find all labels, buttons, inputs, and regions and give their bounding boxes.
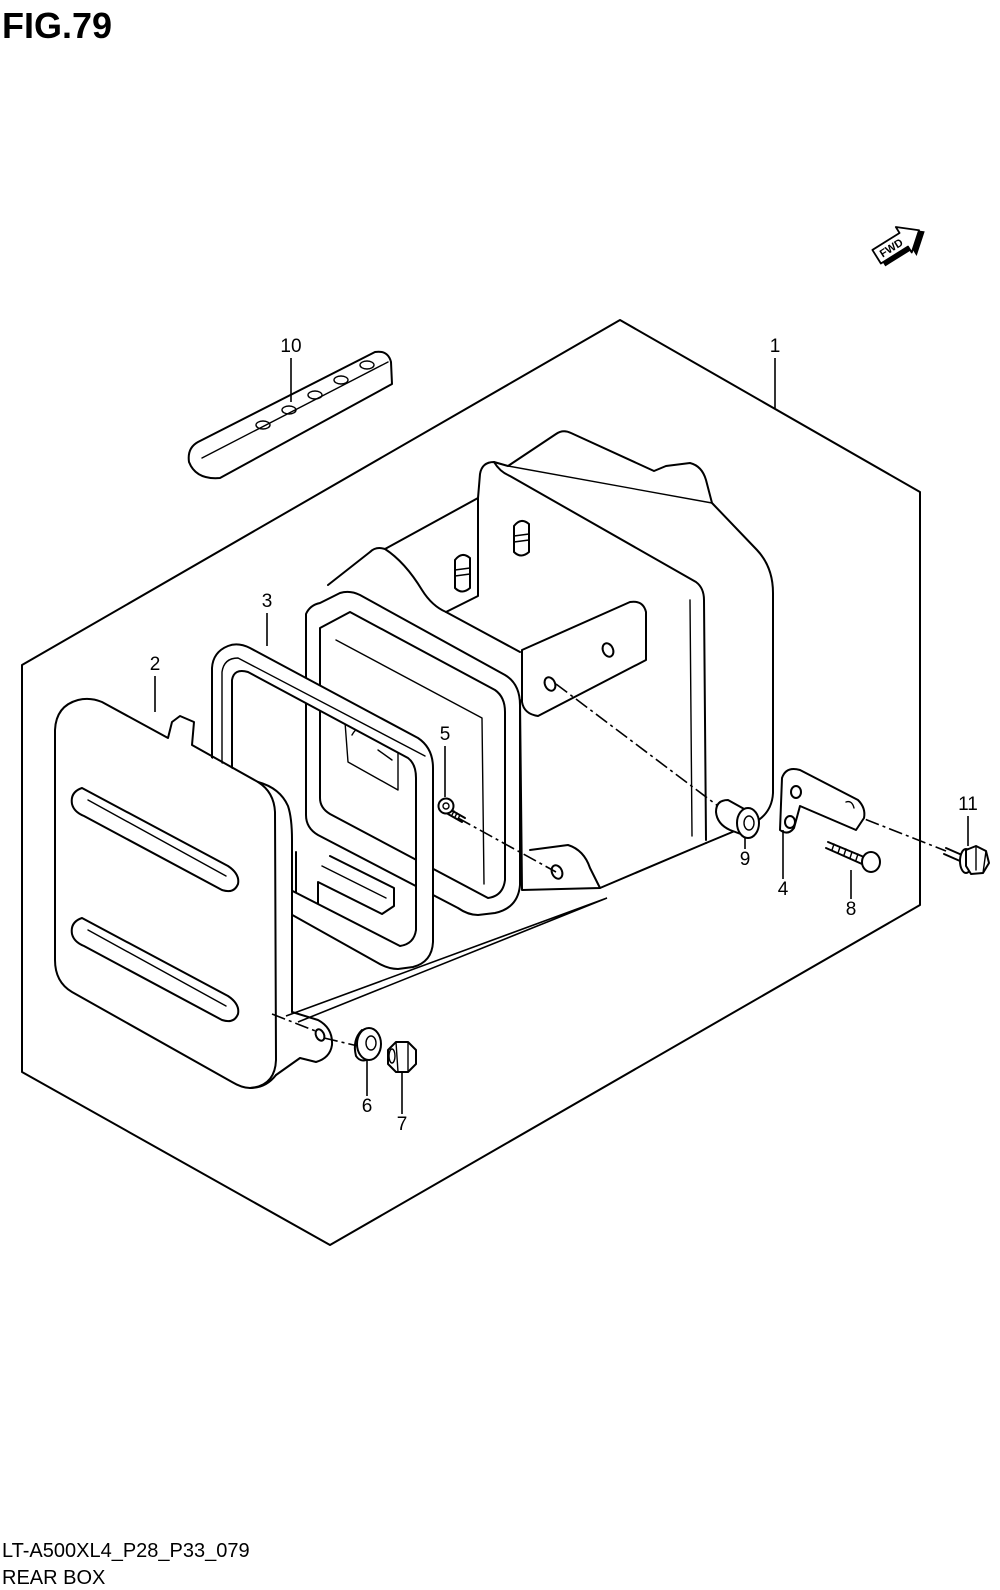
part-bolt [825,841,881,873]
part-screw [437,797,466,823]
callout-10: 10 [280,336,301,357]
model-code: LT-A500XL4_P28_P33_079 [2,1540,250,1562]
part-washer [353,1027,382,1062]
callout-9: 9 [740,849,751,870]
callout-5: 5 [440,724,451,745]
diagram-caption-title: REAR BOX [2,1567,105,1589]
part-strap [187,350,393,480]
callout-1: 1 [770,336,781,357]
part-lens [54,697,334,1089]
part-nut [387,1041,417,1073]
callout-11: 11 [958,794,978,815]
callout-2: 2 [150,654,161,675]
callout-3: 3 [262,591,273,612]
part-rear-box [295,430,774,916]
part-grommet [715,799,760,839]
assembly-outline [21,319,921,1246]
part-flange-bolt [943,845,990,875]
part-bracket [779,768,866,834]
callout-7: 7 [397,1114,408,1135]
leader-lines [154,358,969,1114]
callout-4: 4 [778,879,789,900]
callouts: 1 2 3 4 5 6 7 8 9 10 11 [150,336,978,1135]
fwd-arrow-icon: FWD [871,226,925,267]
callout-6: 6 [362,1096,373,1117]
callout-8: 8 [846,899,857,920]
alignment-lines [271,683,947,1047]
figure-title: FIG.79 [2,5,112,46]
